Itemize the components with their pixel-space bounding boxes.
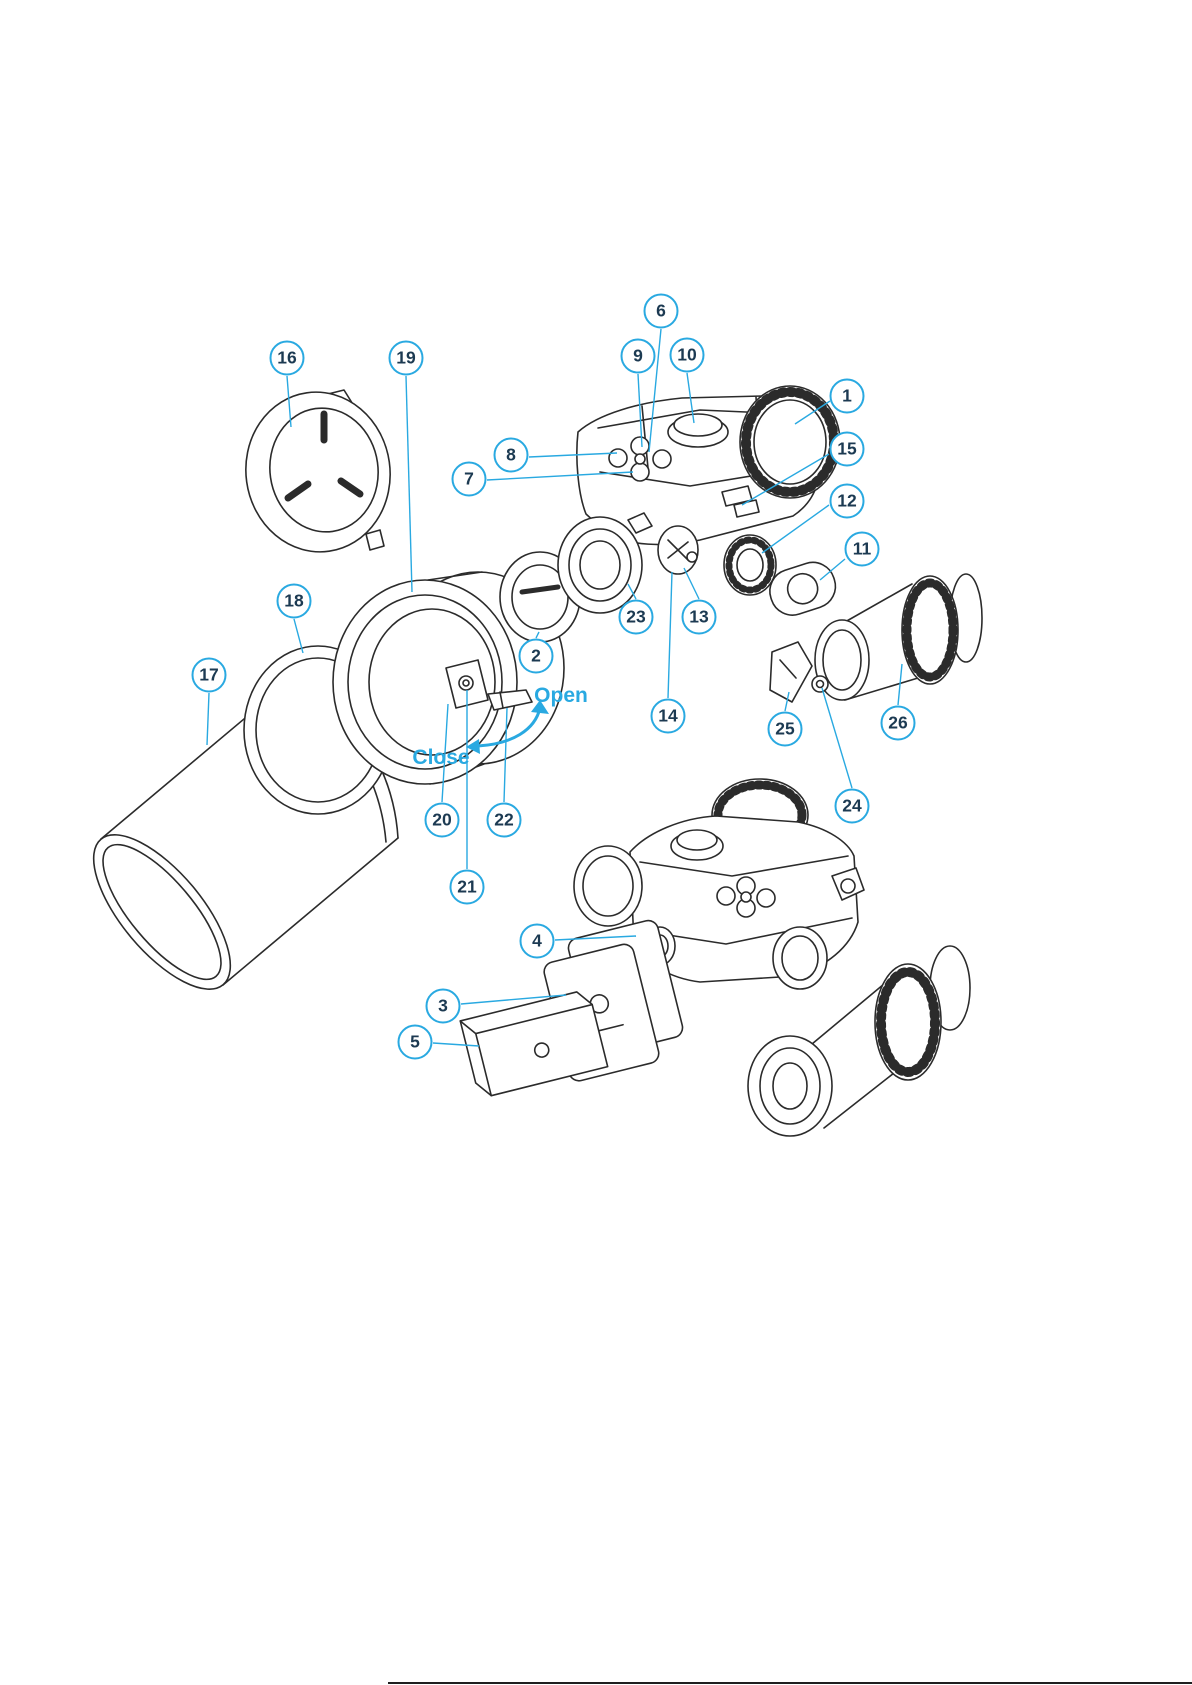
callout-12: 12 (829, 483, 865, 519)
callout-5: 5 (397, 1024, 433, 1060)
callout-24: 24 (834, 788, 870, 824)
callout-26: 26 (880, 705, 916, 741)
lens-cap-art (245, 389, 391, 553)
assembled-device-art (573, 778, 865, 990)
callout-25: 25 (767, 711, 803, 747)
callout-11: 11 (844, 531, 880, 567)
callout-2: 2 (518, 638, 554, 674)
callout-14: 14 (650, 698, 686, 734)
callout-9: 9 (620, 338, 656, 374)
callout-23: 23 (618, 599, 654, 635)
open-close-arrow (466, 700, 549, 754)
assembled-eyepiece-art (747, 945, 971, 1137)
callout-6: 6 (643, 293, 679, 329)
callout-15: 15 (829, 431, 865, 467)
open-label: Open (534, 684, 588, 707)
callout-18: 18 (276, 583, 312, 619)
leader-lines (206, 328, 903, 1047)
callout-13: 13 (681, 599, 717, 635)
callout-20: 20 (424, 802, 460, 838)
callout-22: 22 (486, 802, 522, 838)
battery-art (459, 919, 684, 1097)
page-bottom-rule (388, 1682, 1192, 1684)
main-device-art (557, 385, 841, 616)
callout-7: 7 (451, 461, 487, 497)
callout-8: 8 (493, 437, 529, 473)
callout-21: 21 (449, 869, 485, 905)
eyepiece-art (769, 573, 983, 703)
callout-3: 3 (425, 988, 461, 1024)
callout-4: 4 (519, 923, 555, 959)
callout-1: 1 (829, 378, 865, 414)
callout-17: 17 (191, 657, 227, 693)
callout-10: 10 (669, 337, 705, 373)
callout-19: 19 (388, 340, 424, 376)
close-label: Close (412, 746, 470, 769)
callout-16: 16 (269, 340, 305, 376)
